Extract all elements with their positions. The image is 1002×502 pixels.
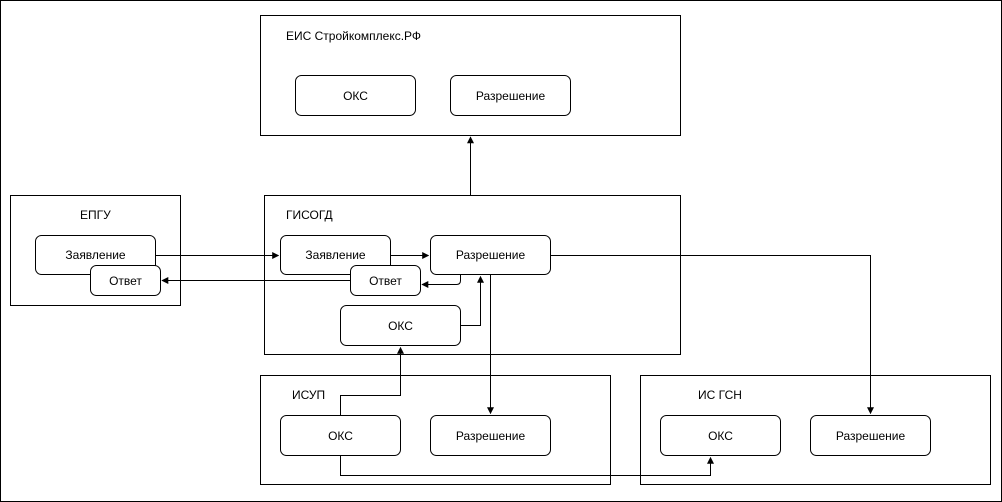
gisogd-oks-box: ОКС — [340, 305, 461, 346]
gisogd-permit-box: Разрешение — [430, 235, 551, 275]
svg-text:ОКС: ОКС — [388, 319, 413, 333]
arrow-permit-to-isgsn-permit — [550, 255, 874, 415]
eis-oks-box: ОКС — [295, 75, 416, 116]
arrow-isup-oks-to-gisogd-oks — [340, 346, 404, 416]
svg-text:ОКС: ОКС — [328, 429, 353, 443]
epgu-response-box: Ответ — [90, 265, 161, 296]
svg-text:Заявление: Заявление — [305, 248, 366, 262]
eis-permit-box: Разрешение — [450, 75, 571, 116]
isup-oks-box: ОКС — [280, 415, 401, 456]
isgsn-permit-box: Разрешение — [810, 415, 931, 456]
arrow-oks-to-permit — [460, 275, 484, 326]
svg-text:Ответ: Ответ — [109, 274, 142, 288]
isup-title: ИСУП — [292, 388, 325, 402]
arrow-permit-to-response — [421, 274, 461, 288]
svg-text:ОКС: ОКС — [343, 89, 368, 103]
svg-text:Ответ: Ответ — [369, 274, 402, 288]
isup-permit-box: Разрешение — [430, 415, 551, 456]
svg-text:Разрешение: Разрешение — [456, 429, 526, 443]
svg-text:Разрешение: Разрешение — [456, 248, 526, 262]
svg-text:Разрешение: Разрешение — [836, 429, 906, 443]
svg-text:ОКС: ОКС — [708, 429, 733, 443]
isgsn-title: ИС ГСН — [698, 388, 742, 402]
epgu-application-box: Заявление — [35, 235, 156, 275]
arrow-isup-oks-to-isgsn-oks — [340, 455, 714, 476]
gisogd-application-box: Заявление — [280, 235, 391, 275]
eis-title: ЕИС Стройкомплекс.РФ — [286, 29, 421, 43]
gisogd-response-box: Ответ — [350, 265, 421, 296]
svg-text:Заявление: Заявление — [65, 248, 126, 262]
svg-text:Разрешение: Разрешение — [476, 89, 546, 103]
epgu-title: ЕПГУ — [80, 208, 111, 222]
gisogd-title: ГИСОГД — [286, 208, 333, 222]
isgsn-oks-box: ОКС — [660, 415, 781, 456]
